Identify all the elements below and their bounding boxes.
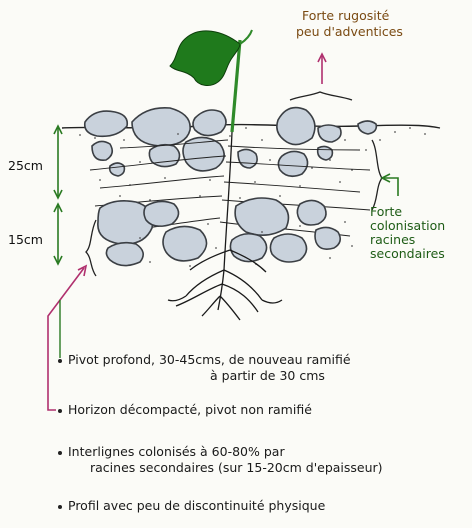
bullet-horizon-line1: Horizon décompacté, pivot non ramifié: [68, 402, 312, 417]
horizon-pointer: [48, 268, 84, 410]
leaf-petiole: [240, 30, 252, 44]
bullet-interlignes-line2: racines secondaires (sur 15-20cm d'epais…: [90, 460, 383, 475]
depth-25-label: 25cm: [8, 158, 43, 173]
surface-brace: [290, 92, 352, 100]
bullet-interlignes-cont: racines secondaires (sur 15-20cm d'epais…: [90, 460, 383, 475]
bullet-dot: [58, 451, 62, 455]
bullet-profil-line1: Profil avec peu de discontinuité physiqu…: [68, 498, 325, 513]
bullet-interlignes-line1: Interlignes colonisés à 60-80% par: [68, 444, 285, 459]
bullet-interlignes: Interlignes colonisés à 60-80% par: [58, 444, 285, 459]
horizon-brace: [86, 220, 96, 276]
bullet-horizon: Horizon décompacté, pivot non ramifié: [58, 402, 312, 417]
rugosity-label-line1: Forte rugosité: [302, 8, 389, 23]
colonisation-label-line3: racines: [370, 232, 415, 247]
bullet-pivot: Pivot profond, 30-45cms, de nouveau rami…: [58, 352, 351, 367]
bullet-dot: [58, 505, 62, 509]
colonisation-label-line4: secondaires: [370, 246, 445, 261]
bullet-pivot-cont: à partir de 30 cms: [210, 368, 325, 383]
bullet-dot: [58, 409, 62, 413]
colonisation-label-line1: Forte: [370, 204, 402, 219]
rugosity-label-line2: peu d'adventices: [296, 24, 403, 39]
colonisation-brace: [372, 140, 382, 210]
bullet-pivot-line2: à partir de 30 cms: [210, 368, 325, 383]
bullet-dot: [58, 359, 62, 363]
bullet-pivot-line1: Pivot profond, 30-45cms, de nouveau rami…: [68, 352, 351, 367]
lower-clods: [98, 198, 340, 266]
colonisation-label-line2: colonisation: [370, 218, 445, 233]
bullet-profil: Profil avec peu de discontinuité physiqu…: [58, 498, 325, 513]
plant-leaf: [170, 31, 240, 86]
depth-15-label: 15cm: [8, 232, 43, 247]
